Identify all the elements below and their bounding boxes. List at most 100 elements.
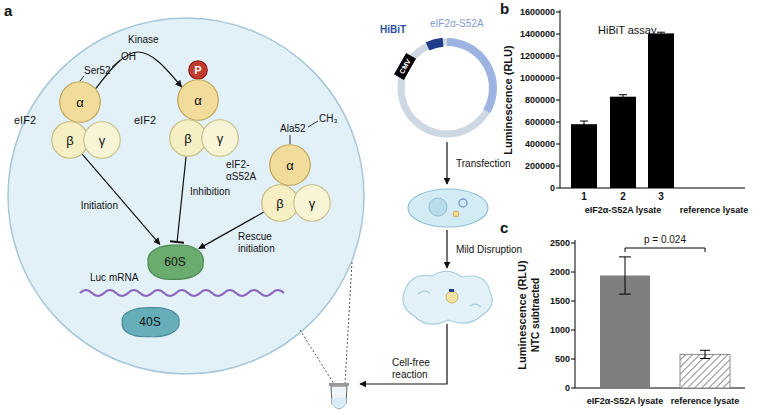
node-shape bbox=[148, 245, 203, 279]
gamma-subunit: γ bbox=[201, 119, 239, 157]
edge-label: Initiation bbox=[81, 200, 118, 212]
protein-dot bbox=[446, 291, 458, 303]
tick bbox=[556, 122, 560, 123]
alpha-subunit: α bbox=[59, 81, 101, 123]
tick bbox=[556, 100, 560, 101]
node-text: α bbox=[194, 94, 202, 107]
node-shape bbox=[84, 122, 121, 159]
chart-text: b bbox=[500, 0, 509, 17]
chart-text: 1000000 bbox=[520, 73, 555, 83]
error-bar bbox=[580, 32, 665, 127]
node-shape bbox=[294, 185, 331, 222]
zoom-line bbox=[300, 330, 334, 384]
chart-text: 2 bbox=[620, 191, 626, 203]
chart-text: 600000 bbox=[525, 117, 555, 127]
process-arrow bbox=[446, 230, 447, 268]
chart-text: 1500 bbox=[550, 296, 570, 306]
node-text: CMV bbox=[398, 58, 412, 75]
alpha-subunit: α bbox=[177, 79, 219, 121]
chart-text: 200000 bbox=[525, 161, 555, 171]
node-text: 60S bbox=[164, 256, 185, 268]
node-text: α bbox=[76, 96, 84, 109]
edge-label: Kinase bbox=[128, 34, 159, 46]
mrna-strand bbox=[80, 290, 284, 296]
bar bbox=[571, 124, 597, 188]
ribosome-subunit: 60S bbox=[143, 242, 207, 282]
phosphate-circle: P bbox=[188, 60, 208, 80]
edge-label: Rescue initiation bbox=[238, 231, 294, 254]
edge-label: Inhibition bbox=[190, 186, 230, 198]
tick-marks bbox=[556, 12, 560, 188]
chart-text: c bbox=[500, 219, 508, 236]
chart-text: reference lysate bbox=[671, 396, 740, 406]
chart-text: 1000 bbox=[550, 325, 570, 335]
test-tube bbox=[331, 386, 347, 409]
node-shape bbox=[52, 122, 89, 159]
tick bbox=[571, 388, 575, 389]
tick bbox=[556, 12, 560, 13]
membrane-fragment bbox=[418, 291, 430, 294]
annotation-text: Luc mRNA bbox=[90, 272, 138, 284]
chart-text: 1 bbox=[581, 191, 587, 203]
tick bbox=[556, 166, 560, 167]
chart-text: 800000 bbox=[525, 95, 555, 105]
node-shape bbox=[202, 120, 239, 157]
zoom-line bbox=[345, 262, 352, 384]
error-bar bbox=[619, 257, 710, 359]
tick bbox=[556, 144, 560, 145]
bond-line bbox=[112, 60, 120, 67]
node-text: γ bbox=[309, 197, 316, 210]
process-arrow bbox=[446, 142, 447, 184]
annotation-text: eIF2- αS52A bbox=[226, 159, 266, 182]
node-shape bbox=[178, 80, 219, 121]
node-shape bbox=[122, 308, 179, 337]
chart-text: 1200000 bbox=[520, 51, 555, 61]
protein-dot bbox=[453, 211, 459, 217]
chart-text: 3 bbox=[658, 191, 664, 203]
annotation-text: eIF2α-S52A bbox=[430, 18, 484, 30]
annotation-text: eIF2 bbox=[134, 114, 156, 127]
annotation-text: Ser52 bbox=[84, 65, 111, 77]
annotation-text: Transfection bbox=[456, 158, 511, 170]
y-axis bbox=[575, 240, 576, 388]
bond-line bbox=[290, 135, 291, 144]
cell-circle bbox=[8, 18, 364, 374]
alpha-subunit: α bbox=[269, 144, 311, 186]
tick bbox=[556, 78, 560, 79]
chart-text: Luminescence (RLU) bbox=[516, 260, 529, 369]
chart-text: 400000 bbox=[525, 139, 555, 149]
tick bbox=[571, 272, 575, 273]
tube-liquid bbox=[332, 398, 347, 409]
node-shape bbox=[262, 185, 299, 222]
connector-arrow bbox=[177, 157, 186, 242]
gamma-subunit: γ bbox=[83, 121, 121, 159]
node-text: γ bbox=[217, 132, 224, 145]
node-text: β bbox=[276, 197, 283, 210]
tick bbox=[556, 56, 560, 57]
plasmid-small bbox=[459, 199, 467, 207]
tube-cap bbox=[329, 383, 349, 386]
node-shape bbox=[189, 61, 208, 80]
bond-line bbox=[308, 121, 318, 127]
node-text: β bbox=[66, 134, 73, 147]
node-shape bbox=[60, 82, 101, 123]
annotation-text: OH bbox=[121, 51, 136, 63]
gamma-subunit: γ bbox=[293, 184, 331, 222]
tick bbox=[571, 301, 575, 302]
node-text: α bbox=[286, 159, 294, 172]
tick-marks bbox=[571, 243, 575, 388]
hatched-bar bbox=[680, 354, 730, 388]
chart-text: eIF2α-S52A lysate bbox=[587, 396, 664, 406]
tick bbox=[556, 34, 560, 35]
process-arrow bbox=[360, 324, 447, 384]
node-text: 40S bbox=[139, 316, 160, 328]
node-shape bbox=[170, 120, 207, 157]
chart-text: Luminescence (RLU) bbox=[502, 45, 515, 154]
membrane-fragment bbox=[470, 304, 481, 307]
promoter-box: CMV bbox=[394, 53, 416, 79]
ribosome-subunit: 40S bbox=[117, 305, 183, 339]
gene-arc bbox=[447, 42, 493, 111]
annotation-text: Mild Disruption bbox=[456, 244, 522, 256]
chart-text: reference lysate bbox=[680, 205, 749, 215]
